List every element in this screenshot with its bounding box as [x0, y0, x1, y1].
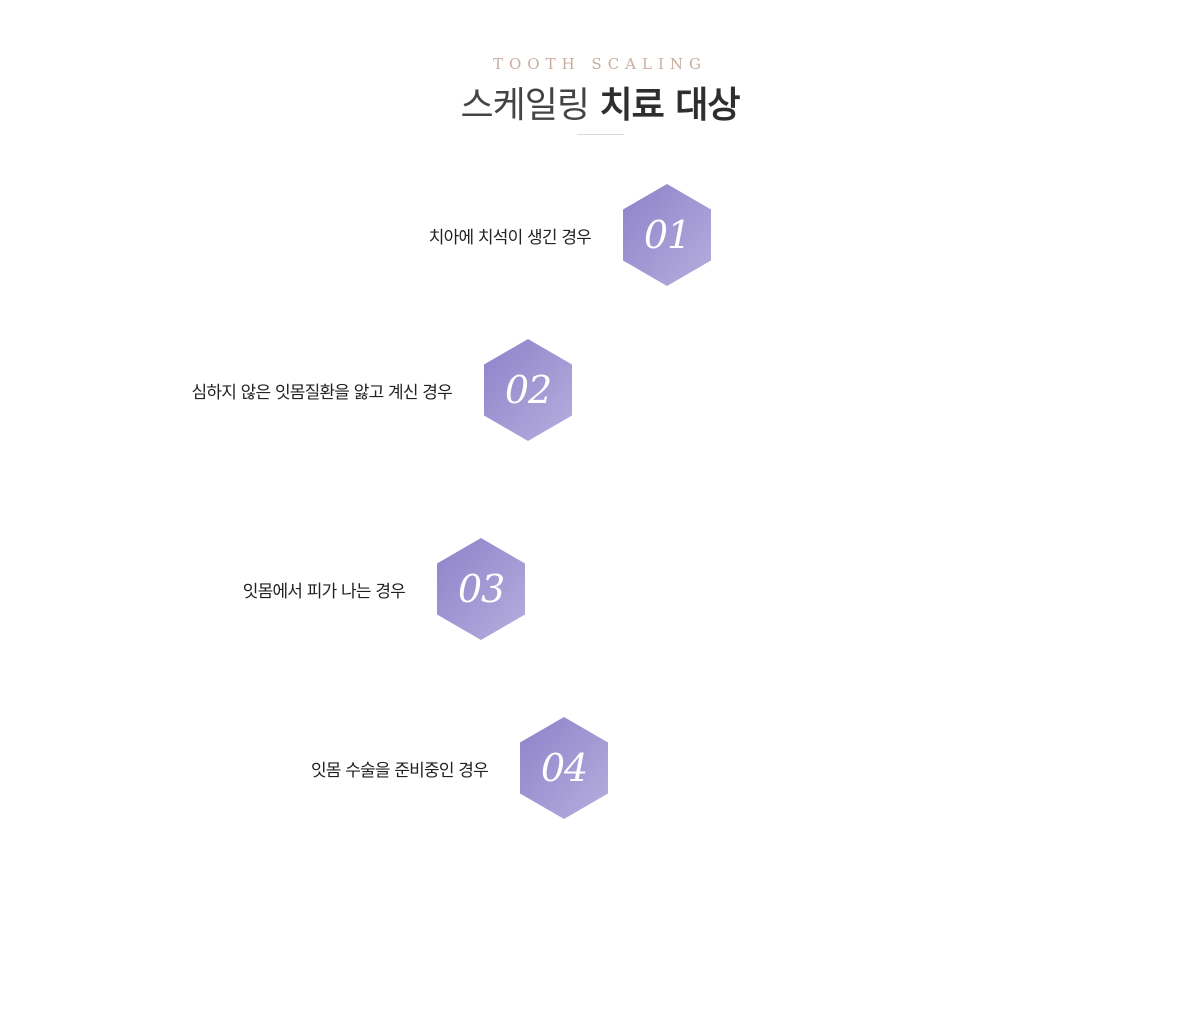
section-eyebrow: TOOTH SCALING [492, 55, 708, 73]
hexagon-badge: 04 [520, 717, 608, 819]
item-label: 심하지 않은 잇몸질환을 앓고 계신 경우 [191, 382, 453, 403]
item-number: 04 [540, 746, 588, 790]
title-divider [577, 134, 624, 135]
list-item: 잇몸 수술을 준비중인 경우 04 [311, 717, 608, 819]
list-item: 잇몸에서 피가 나는 경우 03 [243, 538, 525, 640]
hexagon-icon [623, 184, 711, 286]
item-label: 치아에 치석이 생긴 경우 [428, 227, 592, 248]
item-label: 잇몸 수술을 준비중인 경우 [310, 760, 489, 781]
title-light: 스케일링 [460, 85, 590, 126]
hexagon-badge: 03 [437, 538, 525, 640]
hexagon-icon [437, 538, 525, 640]
list-item: 치아에 치석이 생긴 경우 01 [429, 184, 711, 286]
hexagon-badge: 01 [623, 184, 711, 286]
item-number: 03 [457, 567, 505, 611]
item-number: 01 [643, 213, 691, 257]
hexagon-badge: 02 [484, 339, 572, 441]
list-item: 심하지 않은 잇몸질환을 앓고 계신 경우 02 [192, 339, 572, 441]
hexagon-icon [520, 717, 608, 819]
page-title: 스케일링 치료 대상 [0, 76, 1200, 128]
item-number: 02 [504, 368, 552, 412]
item-label: 잇몸에서 피가 나는 경우 [242, 581, 406, 602]
hexagon-icon [484, 339, 572, 441]
title-bold: 치료 대상 [599, 85, 740, 126]
